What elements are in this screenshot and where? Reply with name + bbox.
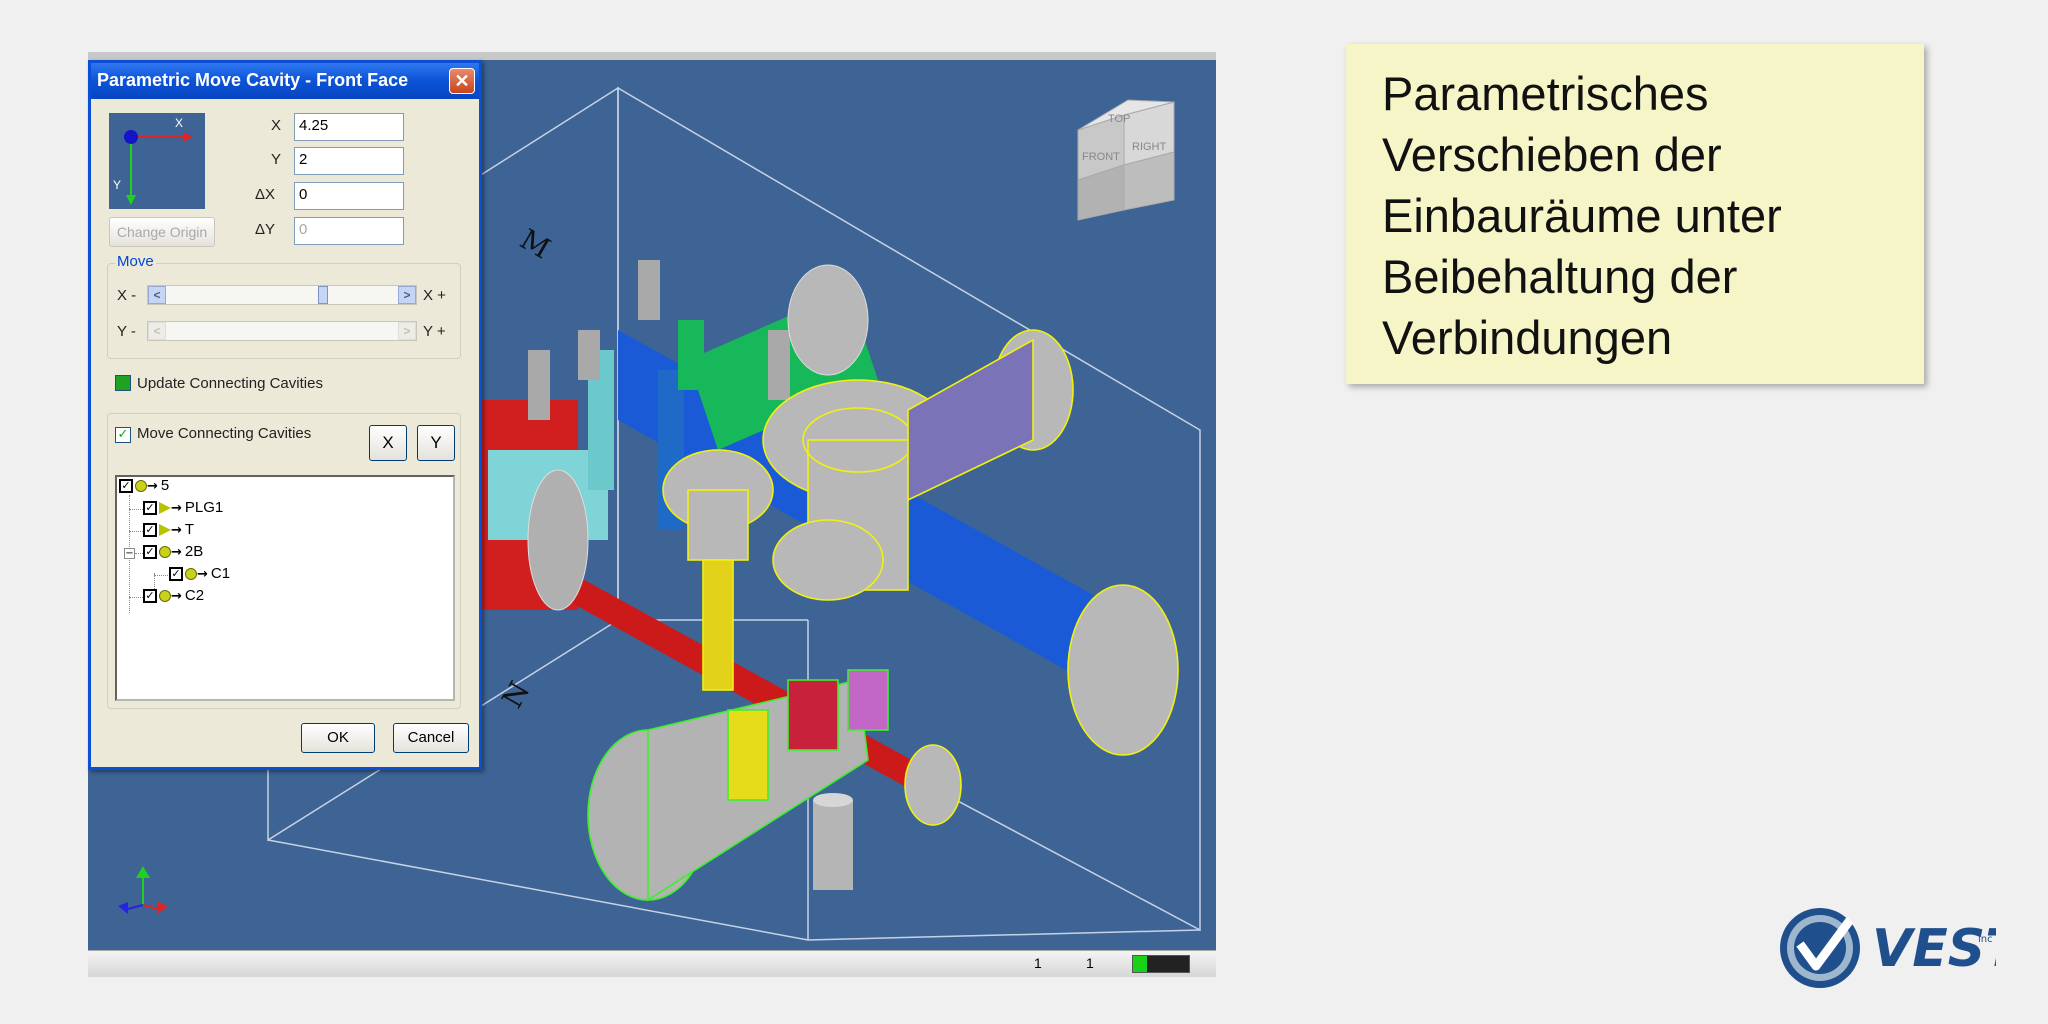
y-minus-label: Y - bbox=[117, 323, 136, 340]
ok-button[interactable]: OK bbox=[301, 723, 375, 753]
x-axis-button[interactable]: X bbox=[369, 425, 407, 461]
origin-preview: X Y bbox=[109, 113, 205, 209]
tree-guide bbox=[129, 531, 143, 532]
x-field[interactable]: 4.25 bbox=[294, 113, 404, 141]
tree-item-label: PLG1 bbox=[184, 499, 224, 516]
axis-triad-icon bbox=[118, 866, 168, 914]
y-slider-left-arrow: < bbox=[148, 322, 166, 340]
tree-item-2b[interactable]: ✓→2B bbox=[143, 543, 203, 563]
description-note: Parametrisches Verschieben der Einbauräu… bbox=[1346, 44, 1924, 384]
viewcube-top-label: TOP bbox=[1108, 113, 1130, 125]
y-move-slider: < > bbox=[147, 321, 417, 341]
tree-checkbox[interactable]: ✓ bbox=[143, 545, 157, 560]
view-cube[interactable]: TOP FRONT RIGHT bbox=[1077, 99, 1175, 221]
update-connecting-label: Update Connecting Cavities bbox=[137, 375, 323, 392]
origin-x-label: X bbox=[175, 116, 183, 130]
tree-item-t[interactable]: ✓→T bbox=[143, 521, 194, 541]
move-connecting-checkbox[interactable]: ✓ bbox=[115, 427, 131, 443]
plug-node-icon: → bbox=[159, 501, 182, 516]
move-group-legend: Move bbox=[115, 253, 156, 270]
tree-item-c1[interactable]: ✓→C1 bbox=[169, 565, 230, 585]
tree-guide bbox=[129, 597, 143, 598]
dialog-title: Parametric Move Cavity - Front Face bbox=[97, 70, 409, 90]
x-field-label: X bbox=[271, 117, 282, 134]
y-field-label: Y bbox=[271, 151, 282, 168]
move-connecting-label: Move Connecting Cavities bbox=[137, 425, 312, 442]
face-label-n: N bbox=[495, 676, 536, 714]
move-connecting-group bbox=[107, 413, 461, 709]
x-plus-label: X + bbox=[423, 287, 446, 304]
x-slider-right-arrow[interactable]: > bbox=[398, 286, 416, 304]
move-group bbox=[107, 263, 461, 359]
close-button[interactable]: ✕ bbox=[449, 68, 475, 94]
cavity-tree[interactable]: − ✓→5 ✓→PLG1 ✓→T ✓→2B ✓→C1 ✓→C2 bbox=[115, 475, 455, 701]
viewcube-right-label: RIGHT bbox=[1132, 141, 1167, 153]
logo-text: VEST bbox=[1872, 919, 1996, 979]
y-field[interactable]: 2 bbox=[294, 147, 404, 175]
tree-guide bbox=[135, 553, 143, 554]
x-slider-left-arrow[interactable]: < bbox=[148, 286, 166, 304]
status-bar: 1 1 bbox=[88, 950, 1216, 977]
tree-checkbox[interactable]: ✓ bbox=[143, 523, 157, 538]
note-line-4: Beibehaltung der bbox=[1382, 250, 1738, 303]
tree-checkbox[interactable]: ✓ bbox=[143, 589, 157, 604]
tree-checkbox[interactable]: ✓ bbox=[143, 501, 157, 516]
cavity-node-icon: → bbox=[135, 479, 158, 494]
note-line-2: Verschieben der bbox=[1382, 128, 1722, 181]
x-slider-thumb[interactable] bbox=[318, 286, 328, 304]
y-plus-label: Y + bbox=[423, 323, 446, 340]
cancel-button[interactable]: Cancel bbox=[393, 723, 469, 753]
tree-item-c2[interactable]: ✓→C2 bbox=[143, 587, 204, 607]
update-connecting-checkbox[interactable] bbox=[115, 375, 131, 391]
x-move-slider[interactable]: < > bbox=[147, 285, 417, 305]
tree-guide bbox=[154, 573, 155, 595]
tree-item-label: T bbox=[184, 521, 195, 538]
tree-item-label: 5 bbox=[160, 477, 170, 494]
change-origin-button: Change Origin bbox=[109, 217, 215, 247]
y-axis-button[interactable]: Y bbox=[417, 425, 455, 461]
cavity-node-icon: → bbox=[159, 589, 182, 604]
x-minus-label: X - bbox=[117, 287, 137, 304]
tree-guide bbox=[154, 575, 168, 576]
note-line-5: Verbindungen bbox=[1382, 311, 1673, 364]
vest-logo: VEST inc bbox=[1776, 900, 2024, 990]
dx-field[interactable]: 0 bbox=[294, 182, 404, 210]
tree-item-label: C1 bbox=[210, 565, 231, 582]
manifold-model: M N TOP FRONT RIGHT bbox=[118, 86, 1201, 941]
tree-checkbox[interactable]: ✓ bbox=[119, 479, 133, 494]
y-slider-right-arrow: > bbox=[398, 322, 416, 340]
dy-field-label: ΔY bbox=[255, 221, 276, 238]
dx-field-label: ΔX bbox=[255, 186, 276, 203]
tree-item-5[interactable]: ✓→5 bbox=[119, 477, 169, 497]
dy-field: 0 bbox=[294, 217, 404, 245]
logo-suffix: inc bbox=[1978, 934, 1993, 945]
expand-toggle-2b[interactable]: − bbox=[124, 548, 135, 559]
parametric-move-dialog: Parametric Move Cavity - Front Face ✕ X … bbox=[88, 60, 482, 770]
origin-y-label: Y bbox=[113, 178, 121, 192]
note-line-1: Parametrisches bbox=[1382, 67, 1709, 120]
cavity-node-icon: → bbox=[185, 567, 208, 582]
status-cell-2: 1 bbox=[1086, 955, 1094, 971]
progress-meter-fill bbox=[1133, 956, 1147, 972]
tree-item-label: C2 bbox=[184, 587, 205, 604]
tree-checkbox[interactable]: ✓ bbox=[169, 567, 183, 582]
plug-node-icon: → bbox=[159, 523, 182, 538]
cavity-node-icon: → bbox=[159, 545, 182, 560]
viewcube-front-label: FRONT bbox=[1082, 151, 1120, 163]
tree-item-plg1[interactable]: ✓→PLG1 bbox=[143, 499, 223, 519]
status-cell-1: 1 bbox=[1034, 955, 1042, 971]
progress-meter bbox=[1132, 955, 1190, 973]
dialog-titlebar[interactable]: Parametric Move Cavity - Front Face ✕ bbox=[91, 63, 479, 99]
tree-item-label: 2B bbox=[184, 543, 204, 560]
face-label-m: M bbox=[515, 222, 556, 265]
tree-guide bbox=[129, 509, 143, 510]
note-line-3: Einbauräume unter bbox=[1382, 189, 1782, 242]
